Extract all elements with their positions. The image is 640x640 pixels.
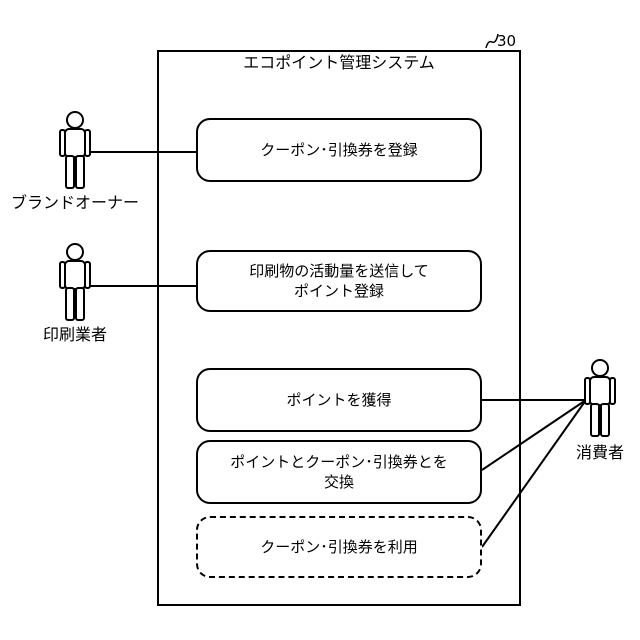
usecase-earn-points: ポイントを獲得	[196, 368, 482, 432]
reference-number: 30	[497, 32, 516, 50]
actor-printer-label: 印刷業者	[25, 325, 125, 345]
usecase-use-coupon-label: クーポン･引換券を利用	[260, 537, 418, 557]
usecase-earn-points-label: ポイントを獲得	[286, 390, 391, 410]
usecase-use-coupon: クーポン･引換券を利用	[196, 516, 482, 578]
actor-consumer-figure	[585, 360, 615, 436]
usecase-exchange-points: ポイントとクーポン･引換券とを 交換	[196, 440, 482, 504]
system-title: エコポイント管理システム	[157, 53, 521, 73]
actor-brand-owner-figure	[60, 112, 90, 188]
actor-consumer-label: 消費者	[565, 443, 635, 463]
usecase-register-coupon: クーポン･引換券を登録	[196, 118, 482, 182]
usecase-exchange-points-label: ポイントとクーポン･引換券とを 交換	[230, 452, 448, 492]
actor-printer-figure	[60, 244, 90, 320]
actor-brand-owner-label: ブランドオーナー	[0, 193, 150, 213]
usecase-register-coupon-label: クーポン･引換券を登録	[260, 140, 418, 160]
usecase-send-activity-label: 印刷物の活動量を送信して ポイント登録	[249, 261, 429, 301]
usecase-send-activity: 印刷物の活動量を送信して ポイント登録	[196, 250, 482, 312]
